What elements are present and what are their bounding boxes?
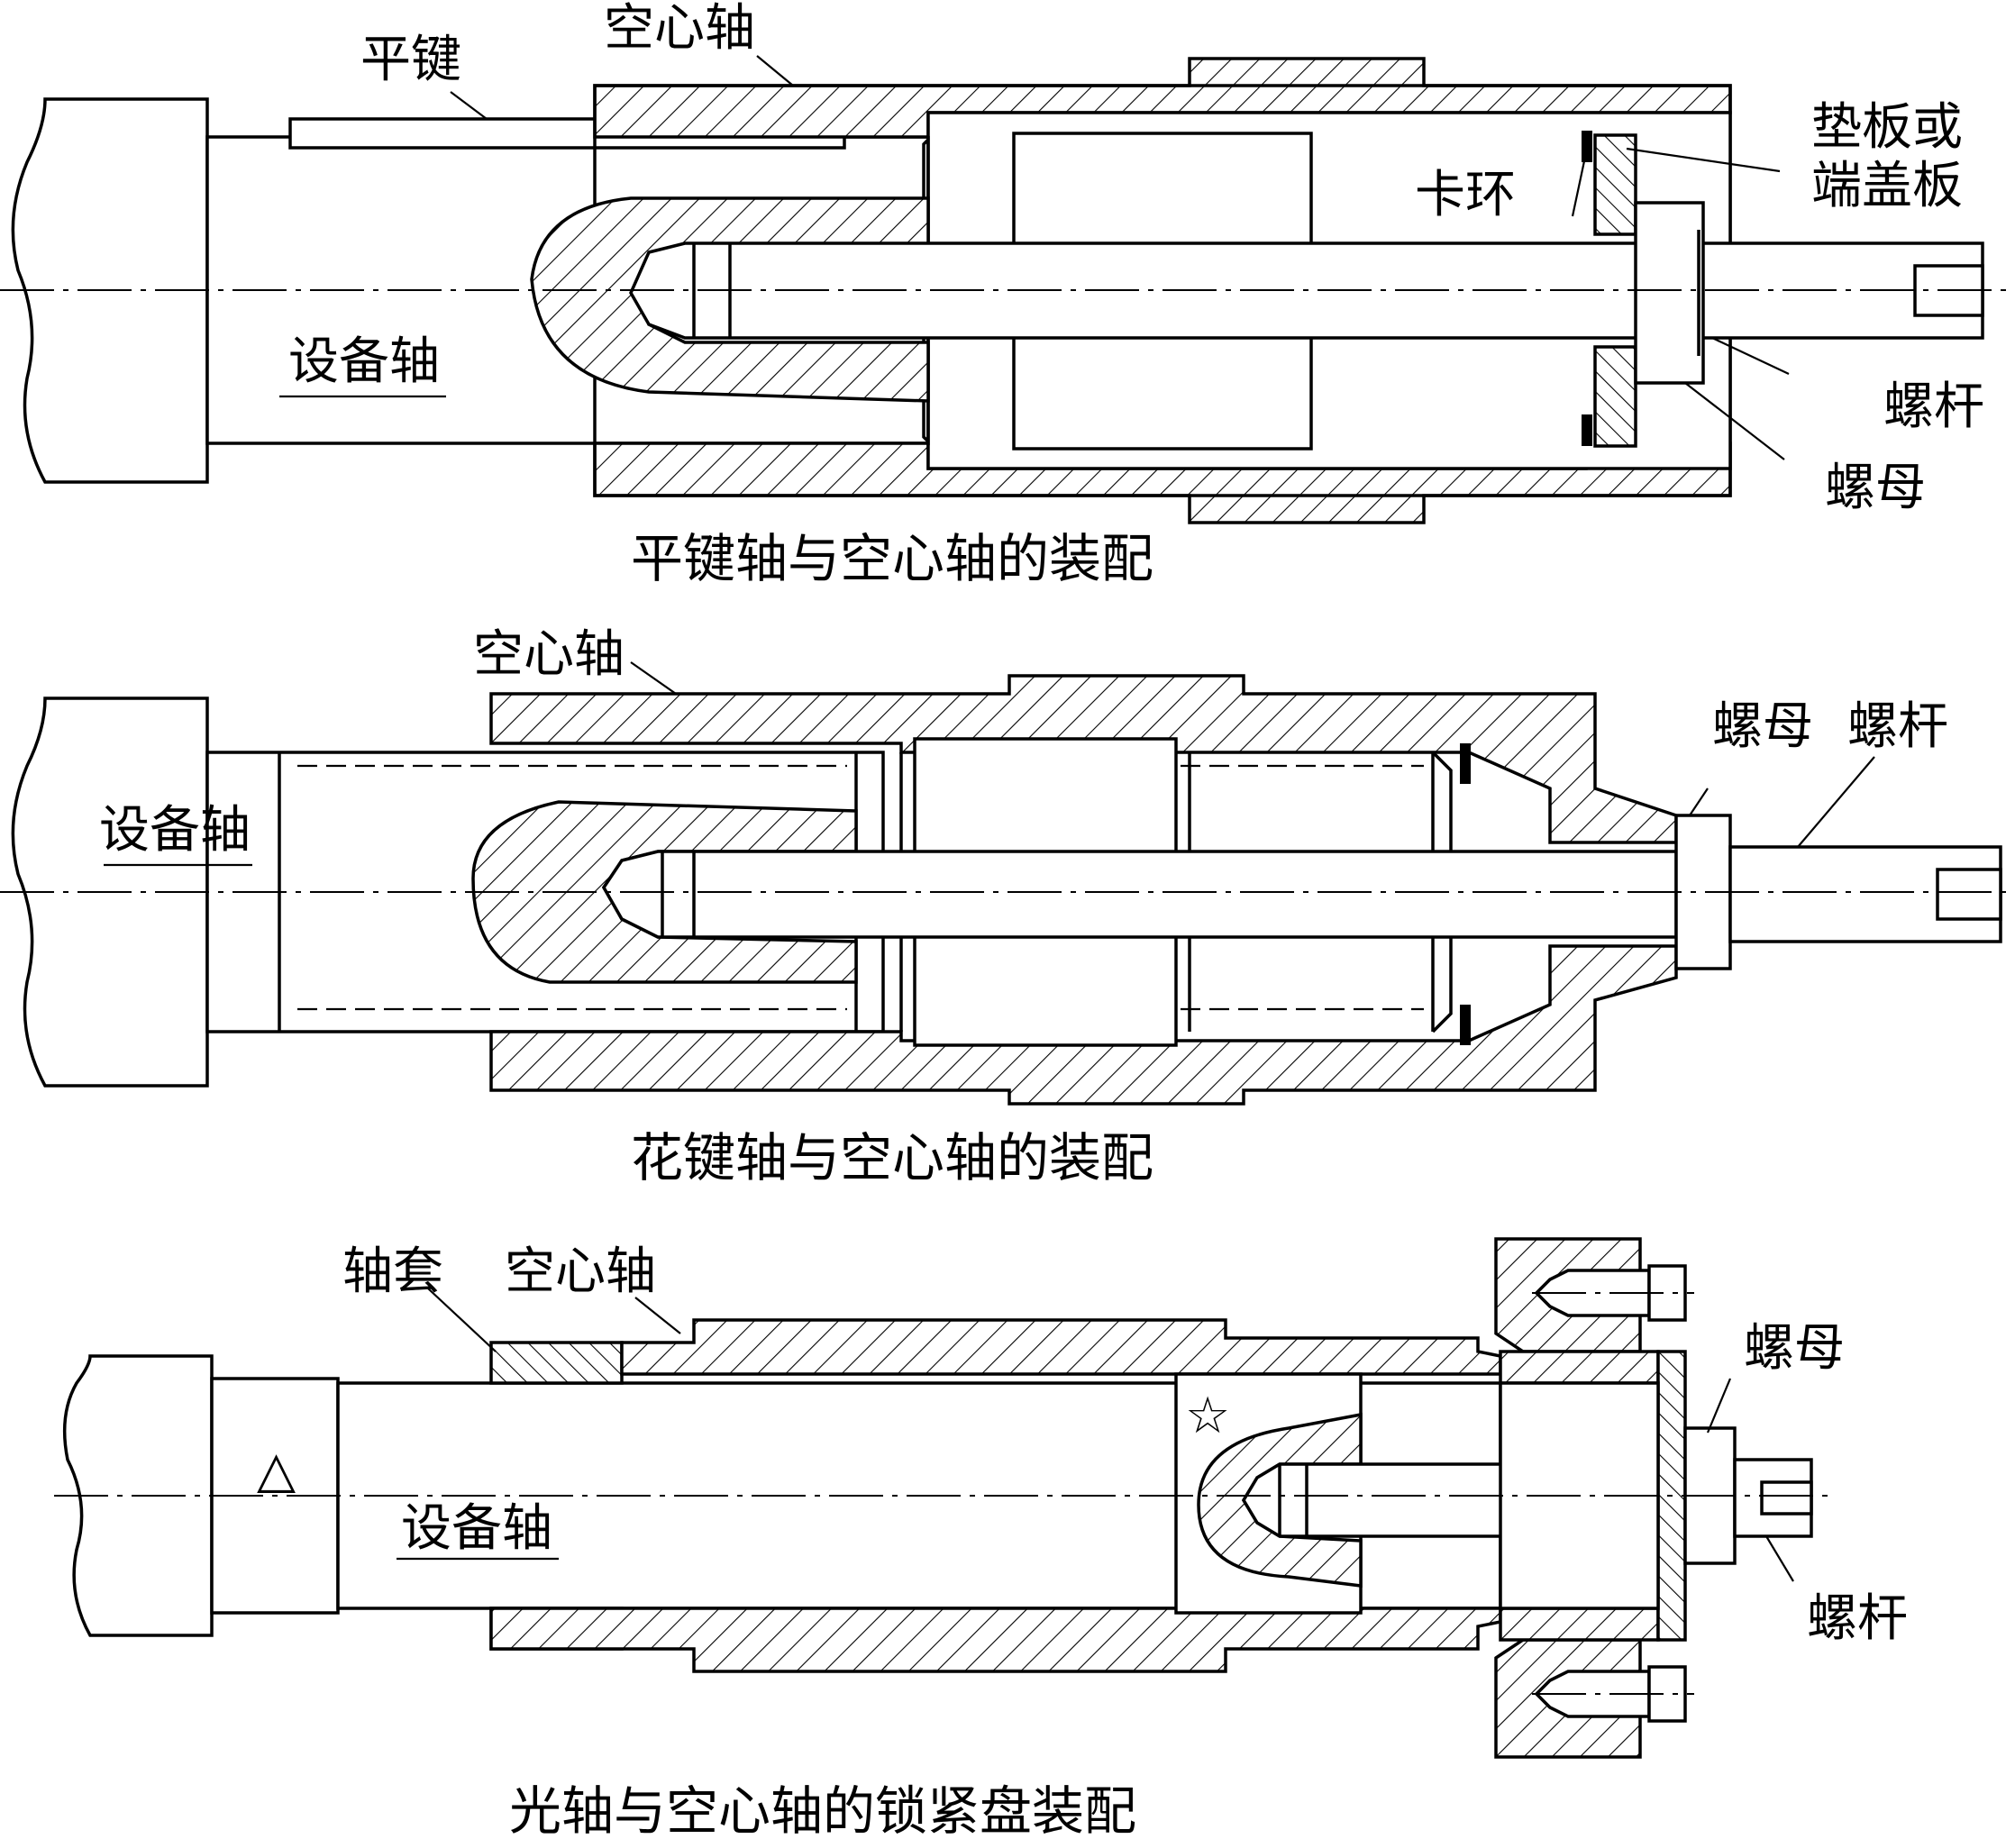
hollow-shaft-top <box>620 1318 1502 1376</box>
label-snap-ring: 卡环 <box>1415 166 1516 224</box>
snap-ring-top <box>1460 743 1471 784</box>
nut <box>1634 201 1705 385</box>
tapped-hole-section <box>471 800 858 984</box>
star-marker: ☆ <box>1185 1387 1230 1445</box>
snap-ring-bottom <box>1582 414 1592 446</box>
screw-rod-socket <box>1760 1480 1813 1516</box>
locking-disc-top-inner <box>1499 1350 1660 1385</box>
label-washer-plate: 垫板或 <box>1811 98 1963 157</box>
locking-bolt-top <box>1534 1269 1651 1317</box>
label-hollow-shaft: 空心轴 <box>473 625 625 684</box>
caption-1: 平键轴与空心轴的装配 <box>631 528 1153 589</box>
tapped-hole-section <box>1197 1412 1363 1588</box>
equipment-shaft-flange <box>11 97 209 484</box>
label-flat-key: 平键 <box>360 31 461 89</box>
diagram-spline-assembly: 空心轴 设备轴 螺母 螺杆 花键轴与空心轴的装配 <box>0 625 2015 1188</box>
caption-2: 花键轴与空心轴的装配 <box>631 1127 1153 1188</box>
snap-ring-bottom <box>1460 1005 1471 1045</box>
label-hollow-shaft: 空心轴 <box>505 1243 656 1301</box>
label-nut: 螺母 <box>1825 459 1926 517</box>
label-screw-rod: 螺杆 <box>1847 697 1948 756</box>
screw-rod-socket <box>1936 868 2002 921</box>
label-sleeve: 轴套 <box>342 1243 443 1301</box>
label-screw-rod: 螺杆 <box>1807 1589 1908 1648</box>
label-hollow-shaft: 空心轴 <box>604 0 755 58</box>
sleeve-top <box>489 1341 624 1385</box>
diagram-flat-key-assembly: 平键 空心轴 垫板或 端盖板 卡环 设备轴 螺杆 螺母 平键轴与空心轴的装配 <box>0 0 2015 589</box>
label-end-cover-plate: 端盖板 <box>1811 157 1963 215</box>
end-plate-bottom <box>1593 345 1637 448</box>
caption-3: 光轴与空心轴的锁紧盘装配 <box>509 1780 1136 1842</box>
triangle-marker: △ <box>257 1441 296 1499</box>
locking-disc-bottom-inner <box>1499 1607 1660 1642</box>
screw-rod <box>601 850 1678 939</box>
label-screw-rod: 螺杆 <box>1883 378 1984 436</box>
label-equipment-shaft: 设备轴 <box>99 801 251 860</box>
diagram-locking-disc-assembly: 轴套 空心轴 设备轴 螺母 螺杆 △ ☆ 光轴与空心轴的锁紧盘装配 <box>54 1237 1908 1842</box>
label-nut: 螺母 <box>1712 697 1813 756</box>
hollow-shaft-bottom <box>489 1607 1502 1673</box>
equipment-shaft-flange <box>62 1354 214 1637</box>
label-equipment-shaft: 设备轴 <box>401 1499 552 1558</box>
hollow-shaft-bottom <box>489 944 1678 1106</box>
label-nut: 螺母 <box>1744 1319 1845 1378</box>
label-equipment-shaft: 设备轴 <box>288 332 440 391</box>
end-plate-top <box>1593 133 1637 236</box>
locking-bolt-bottom <box>1534 1670 1651 1718</box>
